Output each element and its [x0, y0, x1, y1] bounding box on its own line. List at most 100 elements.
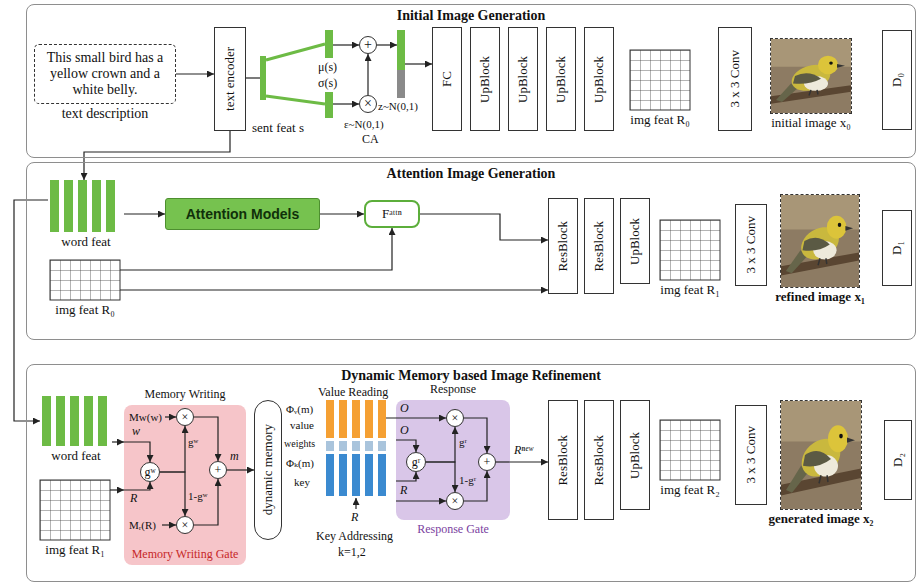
- resblock-box: ResBlock: [548, 400, 578, 520]
- math-label: Mw(w): [129, 411, 162, 424]
- text-description-box: This small bird has a yellow crown and a…: [34, 44, 176, 104]
- node-text: initial image x₀: [771, 116, 851, 131]
- node-text: Memory Writing Gate: [132, 548, 239, 562]
- math-label: μ(s): [318, 61, 337, 75]
- text-encoder-box: text encoder: [214, 27, 246, 131]
- node-text: +: [364, 38, 372, 52]
- add-circle: +: [478, 453, 496, 471]
- bird-image: [781, 195, 859, 287]
- wire: [162, 524, 176, 525]
- connector: [84, 131, 230, 180]
- feature-grid: [40, 480, 110, 540]
- wire: [124, 482, 150, 490]
- feature-bar: [78, 180, 87, 232]
- feature-grid: [630, 50, 690, 110]
- math-label: σ(s): [318, 77, 337, 91]
- fork-line: [266, 44, 325, 104]
- upblock-box: UpBlock: [508, 27, 538, 131]
- resblock-box: ResBlock: [548, 198, 578, 294]
- noise-bar: [397, 70, 405, 98]
- connector: [120, 289, 548, 290]
- connector: [110, 489, 124, 490]
- bar-label: value: [290, 419, 314, 432]
- node-text: ResBlock: [592, 435, 607, 486]
- feature-grid: img feat R₂: [660, 420, 720, 480]
- wire: [355, 498, 356, 509]
- bar-label: key: [294, 476, 310, 489]
- node-text: D₁: [890, 241, 905, 255]
- node-text: This small bird has a yellow crown and a…: [45, 50, 165, 98]
- upblock-box: UpBlock: [620, 400, 650, 510]
- feature-bar: [92, 180, 101, 232]
- node-text: D₀: [890, 73, 905, 87]
- node-text: UpBlock: [516, 56, 531, 103]
- math-label: Mᵣ(R): [129, 519, 156, 532]
- wire: [377, 44, 397, 45]
- node-text: word feat: [51, 449, 100, 464]
- node-text: ×: [452, 495, 459, 507]
- image-frame: initial image x₀: [770, 38, 852, 114]
- weight-cell: [365, 441, 373, 451]
- bird-image: [771, 39, 851, 113]
- wire: [396, 440, 416, 452]
- node-text: Initial Image Generation: [397, 8, 546, 24]
- mean-bar: [325, 30, 333, 58]
- multiply-circle: ×: [359, 95, 377, 113]
- node-text: 3 x 3 Conv: [744, 216, 759, 273]
- value-bar: [378, 400, 386, 438]
- resblock-box: ResBlock: [584, 400, 614, 520]
- connector: [120, 228, 392, 270]
- wire: [333, 44, 359, 45]
- feature-bar: [64, 180, 73, 232]
- word-feature-bars: word feat: [48, 180, 124, 232]
- node-text: UpBlock: [628, 218, 643, 265]
- node-text: Attention Image Generation: [387, 166, 556, 182]
- attention-feature-box: Fᵃᵗᵗⁿ: [364, 200, 420, 228]
- gate-circle: gʳ: [406, 452, 426, 472]
- bird-image: [781, 401, 861, 509]
- feature-label: sent feat s: [252, 121, 304, 136]
- node-text: img feat R₁: [660, 283, 719, 298]
- math-label: R: [351, 511, 358, 525]
- response-gate: ResponseResponse Gategʳ×+×: [396, 400, 510, 520]
- node-text: generated image x₂: [769, 512, 874, 527]
- weight-cell: [339, 441, 347, 451]
- gate-fill: [124, 405, 246, 565]
- discriminator-box: D₀: [882, 30, 912, 130]
- node-text: ×: [182, 519, 189, 531]
- node-text: FC: [440, 71, 455, 87]
- node-text: gʷ: [144, 466, 155, 478]
- math-label: R: [130, 492, 137, 506]
- node-text: Response Gate: [417, 523, 489, 537]
- sigma-bar: [325, 92, 333, 118]
- value-bars: [326, 400, 386, 496]
- feature-bar: [98, 396, 107, 446]
- attention-box: Attention Models: [165, 198, 320, 230]
- connector: [14, 200, 48, 421]
- key-bar: [339, 454, 347, 496]
- multiply-circle: ×: [446, 409, 464, 427]
- conv-box: 3 x 3 Conv: [718, 27, 752, 131]
- node-text: img feat R₀: [630, 113, 689, 128]
- math-label: gʳ: [459, 436, 467, 449]
- weight-cell: [326, 441, 334, 451]
- key-bar: [352, 454, 360, 496]
- math-label: O: [400, 402, 409, 416]
- node-text: img feat R₁: [45, 543, 104, 558]
- node-text: img feat R₂: [660, 483, 719, 498]
- dynamic-memory: dynamic memory: [254, 400, 282, 540]
- feature-grid: img feat R₁: [660, 220, 720, 280]
- wire: [227, 469, 246, 470]
- multiply-circle: ×: [176, 408, 194, 426]
- math-label: z~N(0,1): [378, 100, 418, 113]
- connector: [426, 462, 455, 492]
- wire: [496, 461, 510, 462]
- feature-bar: [106, 180, 115, 232]
- upblock-box: UpBlock: [584, 27, 614, 131]
- feature-bar: [42, 396, 51, 446]
- node-text: 3 x 3 Conv: [744, 426, 759, 483]
- feature-grid: img feat R₀: [50, 260, 120, 300]
- value-bar: [326, 400, 334, 438]
- feature-grid: [660, 220, 720, 280]
- connector: [246, 469, 254, 470]
